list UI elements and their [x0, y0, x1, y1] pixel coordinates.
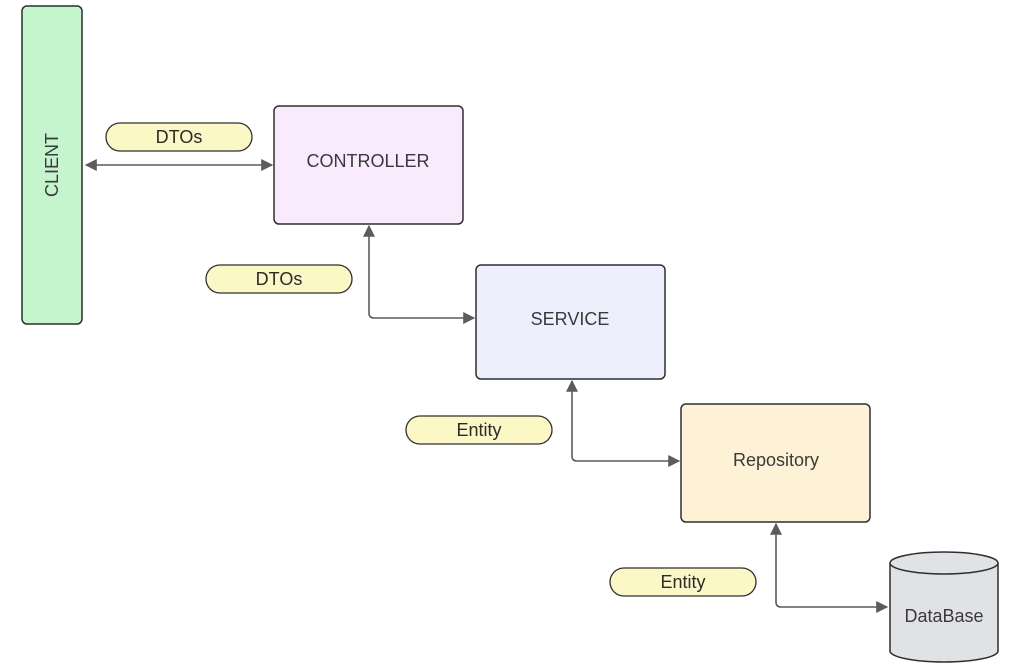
connector-service-repository [566, 379, 681, 467]
connectors [84, 159, 889, 613]
controller-label: CONTROLLER [306, 151, 429, 171]
repository-box [680, 403, 871, 523]
repository-node: Repository [680, 403, 871, 523]
controller-node: CONTROLLER [273, 105, 464, 225]
client-node: CLIENT [21, 5, 83, 325]
pill [609, 567, 757, 597]
client-box [21, 5, 83, 325]
service-node: SERVICE [475, 264, 666, 380]
connector-controller-service [363, 224, 476, 324]
pill-label: DTOs [256, 269, 303, 289]
service-label: SERVICE [531, 309, 610, 329]
edge-label-controller-service: DTOs [205, 264, 353, 294]
pill-label: DTOs [156, 127, 203, 147]
repository-label: Repository [733, 450, 819, 470]
service-box [475, 264, 666, 380]
connector-repository-database [770, 522, 889, 613]
database-cylinder-body [889, 563, 999, 663]
pill [205, 264, 353, 294]
database-node: DataBase [889, 551, 999, 663]
pill [405, 415, 553, 445]
edge-label-client-controller: DTOs [105, 122, 253, 152]
database-cylinder-top [889, 551, 999, 575]
database-label: DataBase [904, 606, 983, 626]
edge-label-repository-database: Entity [609, 567, 757, 597]
client-label: CLIENT [42, 133, 62, 197]
pill-label: Entity [456, 420, 501, 440]
controller-box [273, 105, 464, 225]
pill-label: Entity [660, 572, 705, 592]
edge-label-service-repository: Entity [405, 415, 553, 445]
pill [105, 122, 253, 152]
